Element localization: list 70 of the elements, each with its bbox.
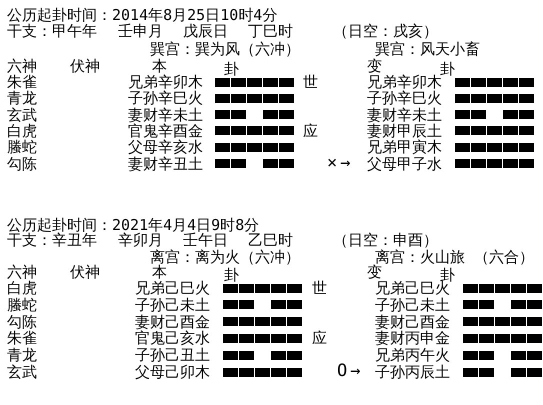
day-pillar-label: 壬午日	[183, 232, 228, 248]
column-header: 伏神	[70, 58, 100, 74]
line-label: 兄弟辛卯木	[128, 74, 203, 90]
date-time-label: 公历起卦时间：2014年8月25日10时4分	[7, 7, 278, 23]
month-pillar-label: 壬申月	[118, 23, 163, 39]
six-spirit-label: 白虎	[7, 280, 37, 296]
changed-line-label: 妻财辛未土	[367, 107, 442, 123]
date-time-label: 公历起卦时间：2021年4月4日9时8分	[7, 217, 260, 233]
void-branches-note: （日空：申酉）	[333, 232, 438, 248]
hour-pillar-label: 丁巳时	[248, 23, 293, 39]
column-header: 卦	[224, 61, 239, 77]
world-mark: 世	[312, 280, 327, 296]
response-mark: 应	[312, 330, 327, 346]
moving-line-mark: O→	[337, 363, 364, 379]
world-mark: 世	[303, 74, 318, 90]
column-header: 六神	[7, 264, 37, 280]
column-header: 变	[367, 264, 382, 280]
changed-line-label: 兄弟辛卯木	[367, 74, 442, 90]
six-spirit-label: 青龙	[7, 347, 37, 363]
line-label: 官鬼己亥水	[135, 330, 210, 346]
changed-line-label: 兄弟丙午火	[375, 347, 450, 363]
changed-line-label: 子孙丙辰土	[375, 364, 450, 380]
line-label: 父母己卯木	[135, 364, 210, 380]
six-spirit-label: 玄武	[7, 364, 37, 380]
moving-line-mark: ×→	[327, 155, 354, 171]
column-header: 本	[152, 58, 167, 74]
year-pillar-label: 干支：辛丑年	[7, 232, 97, 248]
year-pillar-label: 干支：甲午年	[7, 23, 97, 39]
six-spirit-label: 朱雀	[7, 74, 37, 90]
void-branches-note: （日空：戌亥）	[333, 23, 438, 39]
changed-line-label: 兄弟己巳火	[375, 280, 450, 296]
line-label: 妻财己酉金	[135, 314, 210, 330]
line-label: 妻财辛丑土	[128, 156, 203, 172]
changed-line-label: 子孙己未土	[375, 297, 450, 313]
column-header: 伏神	[70, 264, 100, 280]
response-mark: 应	[303, 123, 318, 139]
six-spirit-label: 螣蛇	[7, 139, 37, 155]
month-pillar-label: 辛卯月	[118, 232, 163, 248]
changed-line-label: 妻财甲辰土	[367, 123, 442, 139]
line-label: 子孙辛巳火	[128, 90, 203, 106]
line-label: 官鬼辛酉金	[128, 123, 203, 139]
six-spirit-label: 勾陈	[7, 314, 37, 330]
six-spirit-label: 朱雀	[7, 330, 37, 346]
changed-hexagram-title: 巽宫：风天小畜	[375, 41, 480, 57]
line-label: 子孙己未土	[135, 297, 210, 313]
changed-hexagram-title: 离宫：火山旅 （六合）	[375, 249, 534, 265]
changed-line-label: 父母甲子水	[367, 156, 442, 172]
column-header: 卦	[440, 267, 455, 283]
line-label: 妻财辛未土	[128, 107, 203, 123]
column-header: 卦	[440, 61, 455, 77]
column-header: 卦	[224, 267, 239, 283]
six-spirit-label: 白虎	[7, 123, 37, 139]
changed-line-label: 妻财己酉金	[375, 314, 450, 330]
line-label: 兄弟己巳火	[135, 280, 210, 296]
changed-line-label: 妻财丙申金	[375, 330, 450, 346]
changed-line-label: 兄弟甲寅木	[367, 139, 442, 155]
line-label: 父母辛亥水	[128, 139, 203, 155]
day-pillar-label: 戊辰日	[183, 23, 228, 39]
six-spirit-label: 螣蛇	[7, 297, 37, 313]
original-hexagram-title: 巽宫：巽为风（六冲）	[150, 41, 300, 57]
six-spirit-label: 玄武	[7, 107, 37, 123]
column-header: 本	[152, 264, 167, 280]
six-spirit-label: 青龙	[7, 90, 37, 106]
line-label: 子孙己丑土	[135, 347, 210, 363]
six-spirit-label: 勾陈	[7, 156, 37, 172]
original-hexagram-title: 离宫：离为火（六冲）	[150, 249, 300, 265]
changed-line-label: 子孙辛巳火	[367, 90, 442, 106]
hour-pillar-label: 乙巳时	[248, 232, 293, 248]
column-header: 变	[367, 58, 382, 74]
column-header: 六神	[7, 58, 37, 74]
